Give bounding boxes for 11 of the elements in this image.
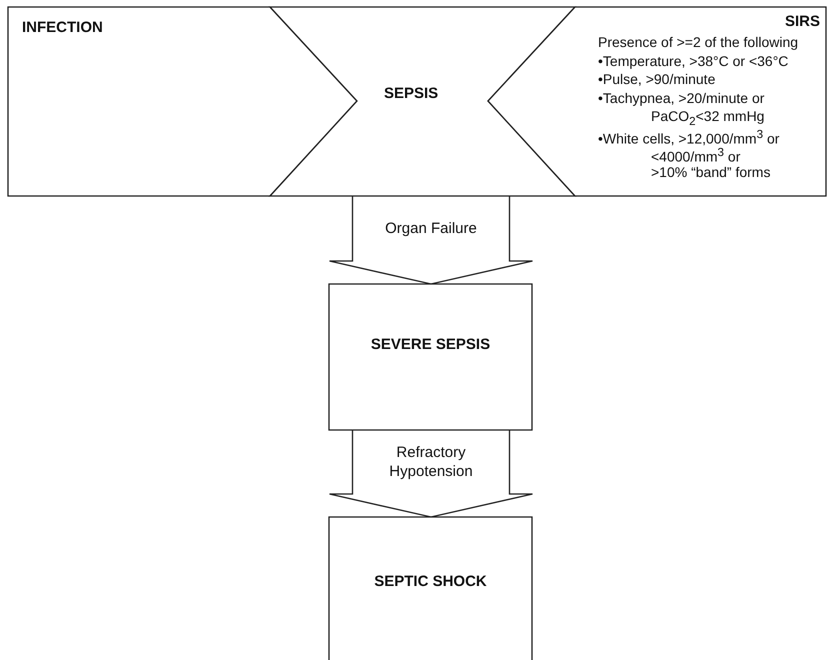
criteria-text: Presence of >=2 of the following <box>598 33 798 52</box>
node-title: SEVERE SEPSIS <box>370 336 492 353</box>
criteria-text: PaCO$_{2}$<32 mmHg <box>651 107 764 130</box>
node-title: SIRS <box>784 13 820 30</box>
criteria-text: •Pulse, >90/minute <box>598 70 716 88</box>
node-title: INFECTION <box>22 19 103 36</box>
node-title: SEPSIS <box>384 85 438 102</box>
criteria-text: •Tachypnea, >20/minute or <box>598 88 764 107</box>
criteria-text: •White cells, >12,000/mm$^{3}$ or <box>598 126 780 148</box>
criteria-text: •Temperature, >38°C or <36°C <box>598 52 788 70</box>
node-title: SEPTIC SHOCK <box>373 573 488 590</box>
